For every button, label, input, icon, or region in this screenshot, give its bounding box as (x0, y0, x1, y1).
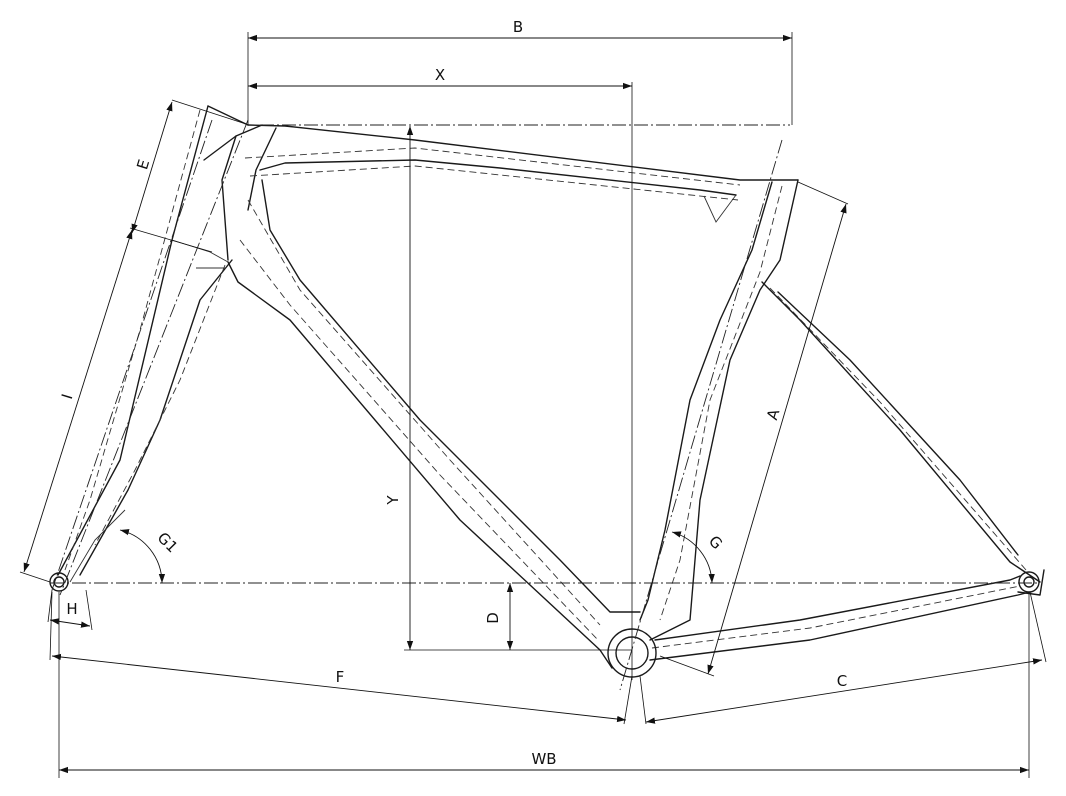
dimension-label-b: B (513, 18, 523, 36)
seat-tube-axis (619, 139, 783, 691)
dimension-label-e: E (133, 157, 153, 171)
fork (57, 105, 249, 583)
head-tube (221, 124, 277, 261)
dimension-label-i: I (58, 392, 77, 402)
dimension-h: H (47, 589, 93, 631)
chain-stay (649, 575, 1031, 661)
dimension-label-g1: G1 (154, 529, 182, 557)
dimension-g1: G1 (119, 529, 182, 584)
dimension-label-h: H (66, 600, 77, 618)
dimension-d: D (484, 583, 514, 650)
seat-stay (761, 281, 1041, 583)
dimension-wb: WB (58, 592, 1030, 778)
dimension-y: Y (384, 126, 632, 651)
head-tube-axis (59, 119, 249, 596)
dimension-label-c: C (837, 672, 847, 690)
frame-outline (49, 105, 1045, 678)
dimension-i: I (19, 229, 133, 583)
dimension-x: X (248, 66, 633, 680)
dimension-b: B (247, 18, 793, 125)
dimension-e: E (129, 99, 247, 253)
dimension-label-g: G (705, 532, 726, 553)
dimension-f: F (49, 591, 633, 725)
dimension-label-a: A (763, 406, 783, 422)
dimension-label-x: X (435, 66, 445, 84)
dimension-c: C (639, 591, 1047, 725)
dimension-a: A (659, 181, 849, 677)
down-tube (227, 179, 641, 669)
dimension-label-f: F (336, 668, 345, 686)
dimensions: B X E I A (19, 18, 1047, 778)
dimension-label-d: D (484, 612, 502, 624)
dimension-label-y: Y (384, 495, 402, 506)
top-tube (244, 124, 799, 201)
fork-axis (51, 119, 213, 591)
dimension-label-wb: WB (531, 750, 556, 768)
